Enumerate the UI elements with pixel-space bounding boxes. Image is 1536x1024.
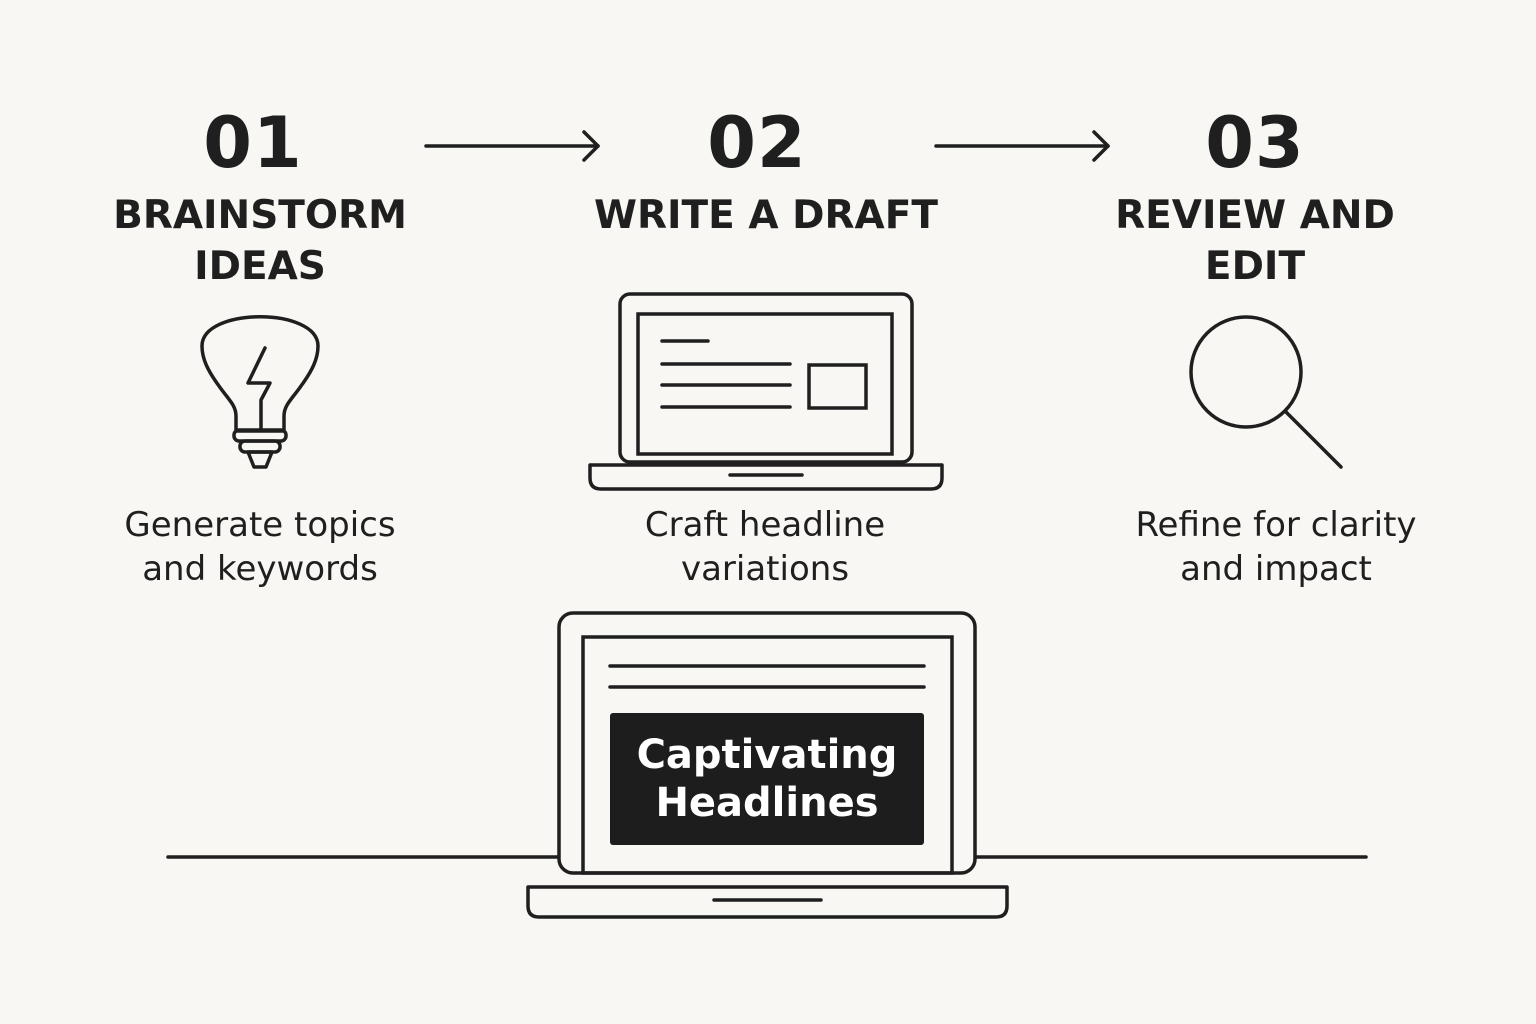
step-2-description: Craft headline variations <box>575 503 955 591</box>
step-2-title: WRITE A DRAFT <box>576 190 956 241</box>
step-3-description: Refine for clarity and impact <box>1086 503 1466 591</box>
step-3-description-line-2: and impact <box>1180 549 1372 589</box>
laptop-icon <box>588 292 944 491</box>
step-1-description-line-1: Generate topics <box>124 505 396 545</box>
step-3-number: 03 <box>1205 102 1305 184</box>
magnifying-glass-icon <box>1189 315 1343 469</box>
step-1-title-line-1: BRAINSTORM <box>113 193 407 238</box>
step-3-title-line-2: EDIT <box>1204 244 1306 289</box>
step-3-description-line-1: Refine for clarity <box>1135 505 1417 545</box>
result-caption-line-2: Headlines <box>655 780 879 826</box>
step-1-description-line-2: and keywords <box>142 549 378 589</box>
step-1-title: BRAINSTORM IDEAS <box>70 190 450 292</box>
result-caption-line-1: Captivating <box>636 732 898 778</box>
step-2-description-line-2: variations <box>680 549 850 589</box>
step-3-title-line-1: REVIEW AND <box>1115 193 1395 238</box>
step-1-description: Generate topics and keywords <box>70 503 450 591</box>
step-3-title: REVIEW AND EDIT <box>1065 190 1445 292</box>
step-2-number: 02 <box>707 102 807 184</box>
lightbulb-icon <box>200 315 320 469</box>
step-2-title-line-1: WRITE A DRAFT <box>594 193 938 238</box>
arrow-right-icon <box>934 130 1110 162</box>
result-caption: Captivating Headlines <box>610 713 924 845</box>
step-1-title-line-2: IDEAS <box>194 244 326 289</box>
arrow-right-icon <box>424 130 600 162</box>
step-2-description-line-1: Craft headline <box>644 505 886 545</box>
step-1-number: 01 <box>203 102 303 184</box>
